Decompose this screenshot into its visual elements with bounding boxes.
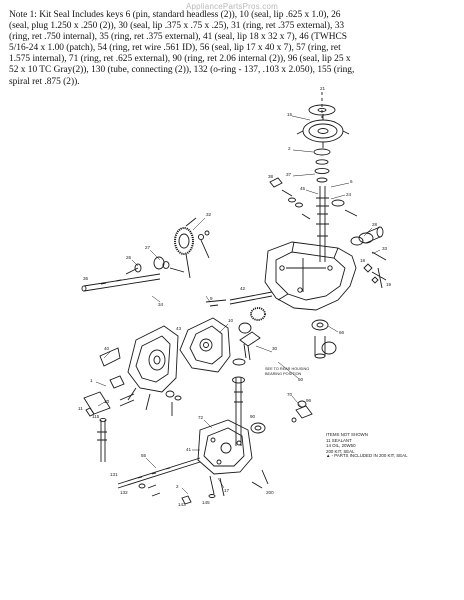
- callout: 145: [202, 500, 210, 505]
- kit-seal-note: Note 1: Kit Seal Includes keys 6 (pin, s…: [9, 10, 355, 87]
- callout: 41: [186, 447, 192, 452]
- callout: 19: [386, 282, 392, 287]
- callout: 2: [288, 146, 291, 151]
- callout: 32: [206, 212, 212, 217]
- callout: 200: [266, 490, 274, 495]
- callout: 90: [250, 414, 256, 419]
- pulley-assembly: [296, 104, 350, 183]
- callout: 40: [104, 346, 110, 351]
- callout: 38: [268, 174, 274, 179]
- callout: 50: [298, 377, 304, 382]
- callout: 96: [306, 398, 312, 403]
- callout: 43: [176, 326, 182, 331]
- callout: 9: [210, 296, 213, 301]
- callout: 66: [339, 330, 345, 335]
- callout: 115: [92, 414, 100, 419]
- callout: 1: [90, 378, 93, 383]
- callout: 2: [176, 484, 179, 489]
- callout: 17: [224, 488, 230, 493]
- callout: 26: [126, 255, 132, 260]
- callout: 27: [145, 245, 151, 250]
- legend-line: ITEMS NOT SHOWN: [326, 432, 368, 437]
- callout: 143: [178, 502, 186, 507]
- callout: 72: [198, 415, 204, 420]
- callout: 42: [240, 286, 246, 291]
- legend-line: 200 KIT, SEAL: [326, 448, 355, 454]
- callout: 37: [286, 172, 292, 177]
- items-not-shown-legend: ITEMS NOT SHOWN 11 SEALANT 14 OIL, 20W50…: [326, 432, 368, 454]
- callout: 55: [141, 453, 147, 458]
- callout: 15: [287, 112, 293, 117]
- callout: 13: [104, 399, 110, 404]
- main-housing: [264, 241, 357, 311]
- callout: 34: [158, 302, 164, 307]
- callout: 45: [300, 186, 306, 191]
- legend-line: 11 SEALANT: [326, 437, 352, 443]
- callout: 33: [382, 246, 388, 251]
- callout: 24: [346, 192, 352, 197]
- watermark-text: AppliancePartsPros.com: [186, 2, 278, 11]
- callout: 70: [287, 392, 293, 397]
- legend-line: 14 OIL, 20W50: [326, 443, 356, 449]
- callout: 21: [320, 86, 326, 91]
- callout: 131: [110, 472, 118, 477]
- callout: 28: [372, 222, 378, 227]
- left-axle: [83, 273, 161, 292]
- callout: 10: [228, 318, 234, 323]
- callout: 18: [360, 258, 366, 263]
- center-housing: [179, 317, 231, 373]
- callout: 132: [120, 490, 128, 495]
- lower-axle: [235, 378, 242, 446]
- callout: 30: [272, 346, 278, 351]
- callout: 11: [78, 406, 83, 411]
- left-housing: [127, 325, 179, 393]
- housing-note: SEE TO REAR HOUSING BEARING POSITION: [265, 367, 310, 376]
- callout: 36: [83, 276, 89, 281]
- ring-gear: [174, 227, 194, 255]
- callout: 6: [350, 179, 353, 184]
- pump-housing: [197, 419, 253, 475]
- kit-legend: ▲ - PARTS INCLUDED IN 200 KIT, SEAL: [326, 453, 408, 458]
